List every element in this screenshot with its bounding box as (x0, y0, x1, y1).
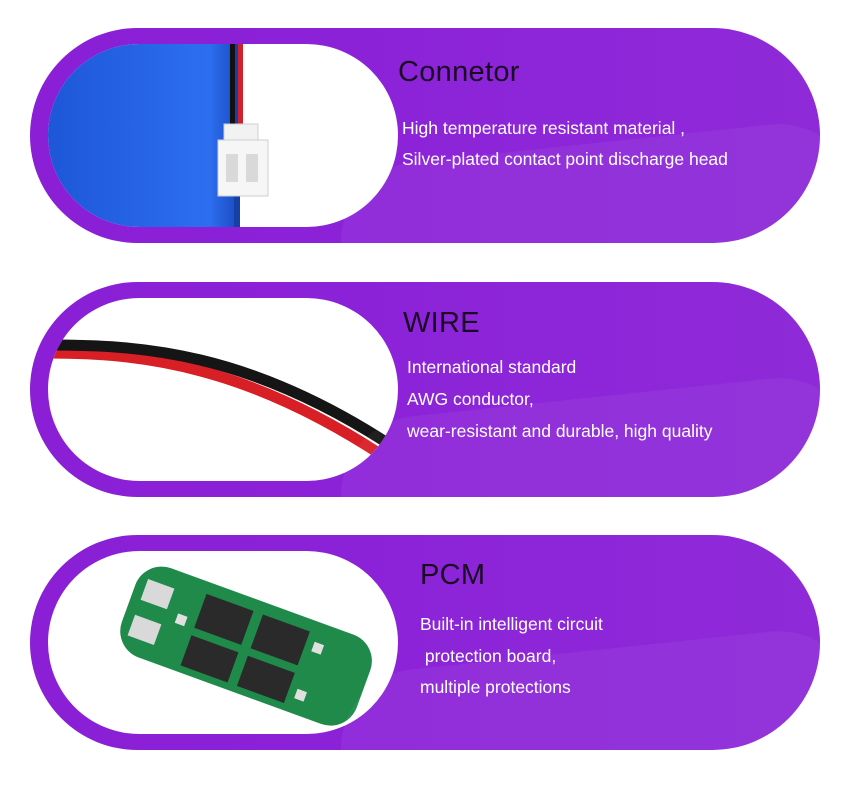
feature-card-pcm: PCM Built-in intelligent circuit protect… (30, 535, 820, 750)
card-description-line: International standard (407, 357, 577, 377)
wire-photo (48, 298, 398, 481)
feature-card-connector: Connetor High temperature resistant mate… (30, 28, 820, 243)
connector-illustration (48, 44, 269, 227)
card-description-line: wear-resistant and durable, high quality (407, 421, 713, 441)
card-description-line: multiple protections (420, 677, 571, 697)
card-title: PCM (420, 559, 486, 591)
card-title: WIRE (403, 307, 480, 339)
card-description-line: AWG conductor, (407, 389, 534, 409)
connector-photo (48, 44, 398, 227)
card-description-line: protection board, (420, 646, 557, 666)
wire-illustration (48, 339, 398, 471)
feature-card-wire: WIRE International standard AWG conducto… (30, 282, 820, 497)
card-description-line: Built-in intelligent circuit (420, 614, 603, 634)
pcm-board-illustration (120, 566, 372, 726)
pcm-photo (48, 551, 398, 734)
card-description-line: Silver-plated contact point discharge he… (402, 149, 728, 169)
card-description-line: High temperature resistant material , (402, 118, 686, 138)
card-title: Connetor (398, 56, 520, 88)
